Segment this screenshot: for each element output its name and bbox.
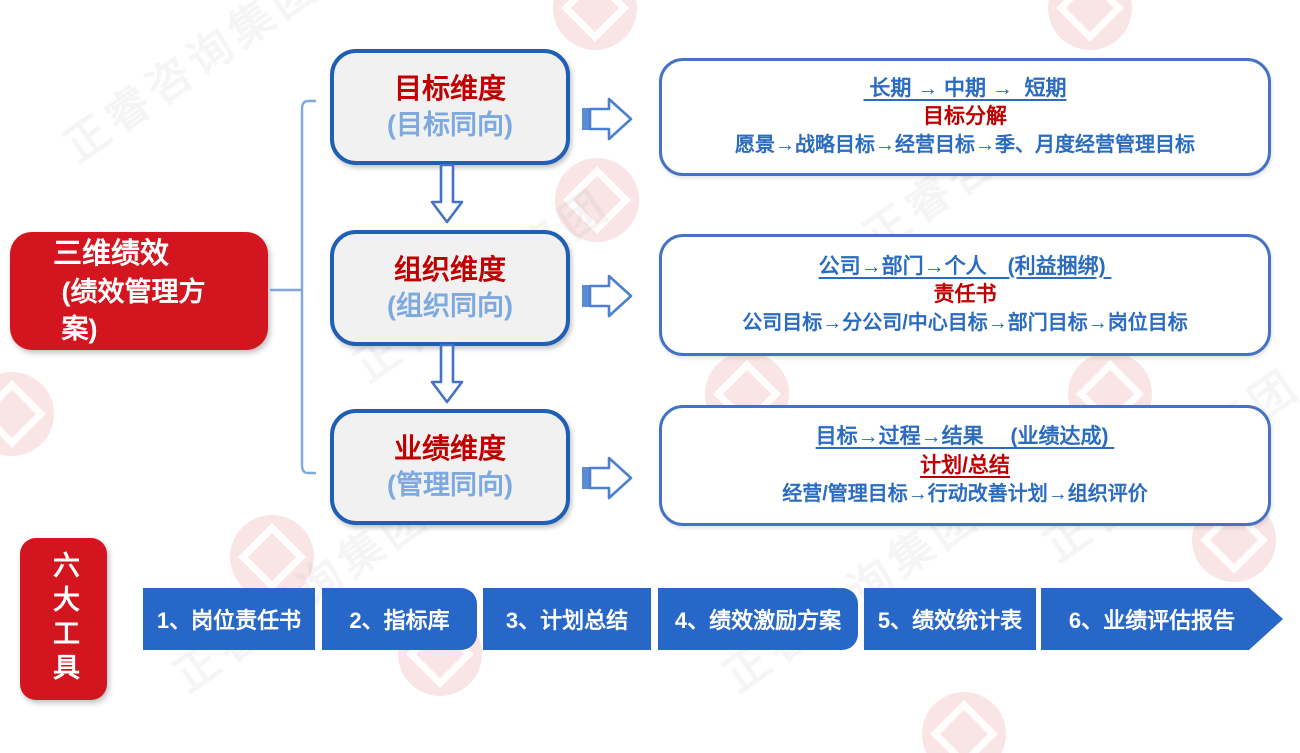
diamond-logo-icon (238, 523, 306, 591)
watermark-logo (230, 515, 314, 599)
tool-post-responsibility: 1、岗位责任书 (143, 588, 315, 650)
tool-incentive-plan: 4、绩效激励方案 (658, 588, 858, 650)
six-tools-header: 六大工具 (20, 538, 107, 700)
node-goal-dimension: 目标维度 (目标同向) (330, 49, 570, 165)
right-arrow-icon (582, 97, 633, 141)
right-arrow-icon (582, 274, 633, 318)
watermark-logo (1048, 0, 1132, 50)
detail-performance-dimension: 目标→过程→结果 (业绩达成) 计划/总结 经营/管理目标→行动改善计划→组织评… (659, 405, 1271, 526)
tool-evaluation-report: 6、业绩评估报告 (1041, 588, 1283, 650)
root-node-three-dimension-performance: 三维绩效 (绩效管理方案) (10, 232, 268, 350)
bracket-connector (270, 99, 316, 475)
node-subtitle: (组织同向) (387, 290, 513, 321)
detail-goal-dimension: 长期 → 中期 → 短期 目标分解 愿景→战略目标→经营目标→季、月度经营管理目… (659, 58, 1271, 176)
tool-plan-summary: 3、计划总结 (483, 588, 651, 650)
node-title: 业绩维度 (393, 433, 506, 465)
six-tools-label: 六大工具 (49, 551, 79, 687)
down-arrow-icon (430, 343, 464, 404)
diamond-logo-icon (930, 700, 998, 753)
detail-line2: 责任书 (933, 283, 997, 306)
watermark-logo (922, 692, 1006, 753)
diamond-logo-icon (0, 380, 46, 448)
detail-organization-dimension: 公司→部门→个人 (利益捆绑) 责任书 公司目标→分公司/中心目标→部门目标→岗… (659, 234, 1271, 356)
watermark-logo (0, 372, 54, 456)
diamond-logo-icon (561, 0, 629, 42)
node-title: 目标维度 (393, 73, 506, 105)
node-performance-dimension: 业绩维度 (管理同向) (330, 409, 570, 525)
detail-line2: 计划/总结 (920, 453, 1010, 477)
watermark-logo (555, 158, 639, 242)
detail-line3: 公司目标→分公司/中心目标→部门目标→岗位目标 (742, 312, 1188, 335)
node-organization-dimension: 组织维度 (组织同向) (330, 230, 570, 346)
node-subtitle: (管理同向) (387, 469, 513, 500)
node-title: 组织维度 (393, 254, 506, 286)
detail-line3: 经营/管理目标→行动改善计划→组织评价 (782, 482, 1148, 505)
diamond-logo-icon (1056, 0, 1124, 42)
detail-line1: 目标→过程→结果 (业绩达成) (815, 425, 1115, 449)
detail-line2: 目标分解 (923, 105, 1007, 128)
detail-line1: 公司→部门→个人 (利益捆绑) (818, 254, 1112, 278)
root-title: 三维绩效 (53, 237, 170, 270)
tool-statistics-table: 5、绩效统计表 (864, 588, 1036, 650)
tool-indicator-library: 2、指标库 (322, 588, 477, 650)
detail-line1: 长期 → 中期 → 短期 (863, 76, 1067, 100)
diamond-logo-icon (563, 166, 631, 234)
root-subtitle: (绩效管理方案) (61, 277, 206, 344)
watermark-logo (553, 0, 637, 50)
detail-line3: 愿景→战略目标→经营目标→季、月度经营管理目标 (735, 134, 1195, 157)
node-subtitle: (目标同向) (387, 109, 513, 140)
down-arrow-icon (430, 163, 464, 224)
right-arrow-icon (582, 456, 633, 500)
